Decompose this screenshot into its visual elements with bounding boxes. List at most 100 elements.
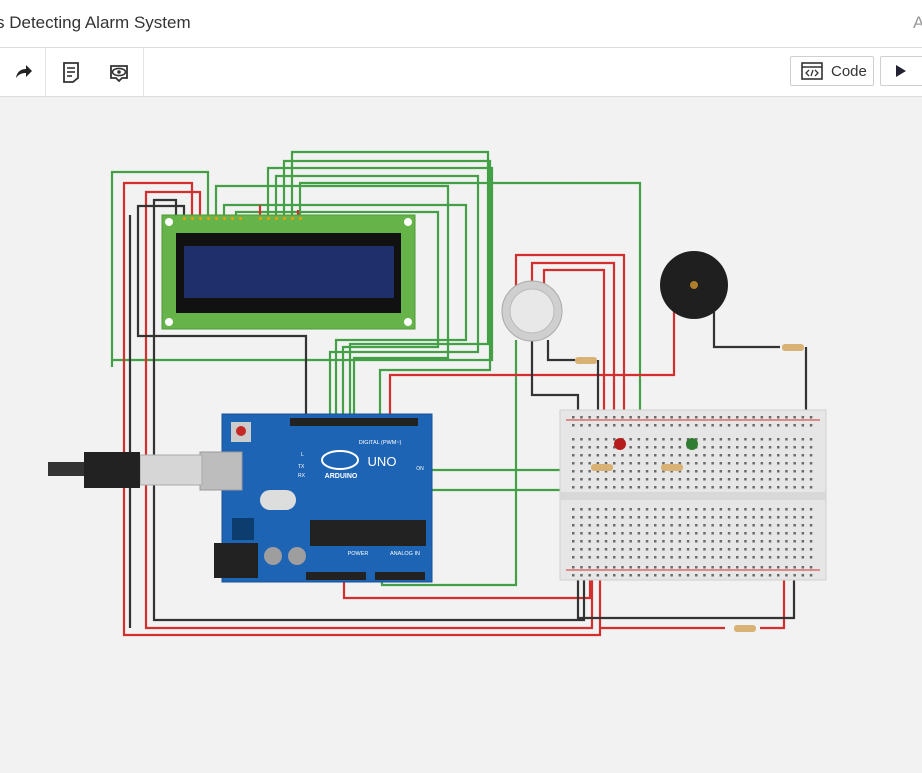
- breadboard-hole: [768, 516, 772, 519]
- redo-button[interactable]: [0, 48, 45, 96]
- breadboard-hole: [662, 556, 665, 559]
- piezo-buzzer[interactable]: [660, 251, 728, 319]
- breadboard-hole: [629, 416, 632, 419]
- breadboard-hole: [744, 462, 747, 465]
- breadboard-hole: [670, 548, 673, 551]
- red-led[interactable]: [614, 438, 626, 450]
- breadboard-hole: [572, 424, 575, 427]
- breadboard-hole: [678, 424, 682, 427]
- visibility-button[interactable]: [98, 48, 140, 96]
- code-button[interactable]: Code: [790, 56, 874, 86]
- breadboard-hole: [613, 540, 616, 543]
- breadboard-hole: [604, 470, 608, 473]
- breadboard-hole: [604, 508, 608, 511]
- breadboard-hole: [621, 462, 624, 465]
- breadboard-hole: [711, 478, 714, 481]
- gas-sensor[interactable]: [501, 280, 563, 342]
- breadboard-hole: [711, 524, 714, 527]
- breadboard-hole: [580, 478, 583, 481]
- usb-cable[interactable]: [48, 452, 203, 488]
- breadboard-hole: [736, 478, 739, 481]
- breadboard-hole: [793, 556, 796, 559]
- breadboard-hole: [695, 556, 698, 559]
- breadboard-hole: [678, 532, 682, 535]
- breadboard-hole: [719, 574, 723, 577]
- breadboard-hole: [621, 508, 624, 511]
- breadboard-hole: [809, 524, 813, 527]
- breadboard-hole: [711, 470, 714, 473]
- breadboard-hole: [604, 438, 608, 441]
- breadboard-hole: [752, 532, 755, 535]
- project-title[interactable]: s Detecting Alarm System: [0, 13, 191, 32]
- breadboard-hole: [809, 548, 813, 551]
- breadboard-hole: [613, 574, 616, 577]
- breadboard-hole: [801, 486, 805, 489]
- breadboard-hole: [621, 478, 624, 481]
- breadboard-hole: [613, 470, 616, 473]
- breadboard-hole: [596, 540, 600, 543]
- breadboard-hole: [654, 486, 657, 489]
- breadboard-hole: [686, 478, 690, 481]
- breadboard-hole: [580, 516, 583, 519]
- breadboard-hole: [629, 524, 632, 527]
- breadboard-hole: [604, 486, 608, 489]
- breadboard-hole: [809, 470, 813, 473]
- breadboard-hole: [678, 516, 682, 519]
- lcd-display[interactable]: [161, 214, 416, 330]
- circuit-canvas[interactable]: ARDUINO UNO DIGITAL (PWM~) POWER ANALOG …: [0, 97, 922, 768]
- breadboard-hole: [580, 462, 583, 465]
- breadboard-hole: [596, 462, 600, 465]
- breadboard-hole: [670, 516, 673, 519]
- breadboard-hole: [760, 540, 764, 543]
- breadboard-hole: [719, 540, 723, 543]
- breadboard-hole: [744, 548, 747, 551]
- breadboard-hole: [768, 438, 772, 441]
- breadboard-hole: [695, 516, 698, 519]
- breadboard[interactable]: [559, 409, 827, 581]
- breadboard-hole: [695, 454, 698, 457]
- breadboard-hole: [596, 524, 600, 527]
- breadboard-hole: [596, 438, 600, 441]
- arduino-uno[interactable]: ARDUINO UNO DIGITAL (PWM~) POWER ANALOG …: [199, 413, 433, 583]
- breadboard-hole: [695, 478, 698, 481]
- green-led[interactable]: [686, 438, 698, 450]
- breadboard-hole: [588, 454, 591, 457]
- breadboard-hole: [580, 524, 583, 527]
- breadboard-hole: [670, 446, 673, 449]
- breadboard-hole: [793, 424, 796, 427]
- breadboard-hole: [752, 416, 755, 419]
- breadboard-hole: [654, 478, 657, 481]
- breadboard-hole: [580, 566, 583, 569]
- breadboard-hole: [777, 524, 780, 527]
- breadboard-hole: [637, 478, 641, 481]
- breadboard-hole: [801, 540, 805, 543]
- breadboard-hole: [686, 556, 690, 559]
- breadboard-hole: [801, 508, 805, 511]
- breadboard-hole: [572, 556, 575, 559]
- breadboard-hole: [662, 574, 665, 577]
- breadboard-hole: [572, 478, 575, 481]
- breadboard-hole: [801, 446, 805, 449]
- breadboard-hole: [621, 540, 624, 543]
- notes-button[interactable]: [52, 48, 90, 96]
- resistors[interactable]: [575, 344, 804, 632]
- breadboard-hole: [678, 486, 682, 489]
- breadboard-hole: [777, 424, 780, 427]
- breadboard-hole: [760, 416, 764, 419]
- breadboard-hole: [711, 446, 714, 449]
- breadboard-hole: [768, 424, 772, 427]
- breadboard-hole: [613, 462, 616, 465]
- breadboard-hole: [654, 566, 657, 569]
- breadboard-hole: [572, 566, 575, 569]
- circuit-diagram[interactable]: ARDUINO UNO DIGITAL (PWM~) POWER ANALOG …: [0, 97, 922, 768]
- breadboard-hole: [637, 532, 641, 535]
- breadboard-hole: [719, 548, 723, 551]
- breadboard-hole: [662, 540, 665, 543]
- breadboard-hole: [711, 462, 714, 465]
- breadboard-hole: [629, 486, 632, 489]
- breadboard-hole: [588, 438, 591, 441]
- breadboard-hole: [703, 470, 706, 473]
- breadboard-hole: [785, 508, 788, 511]
- breadboard-hole: [637, 556, 641, 559]
- start-simulation-button[interactable]: [880, 56, 922, 86]
